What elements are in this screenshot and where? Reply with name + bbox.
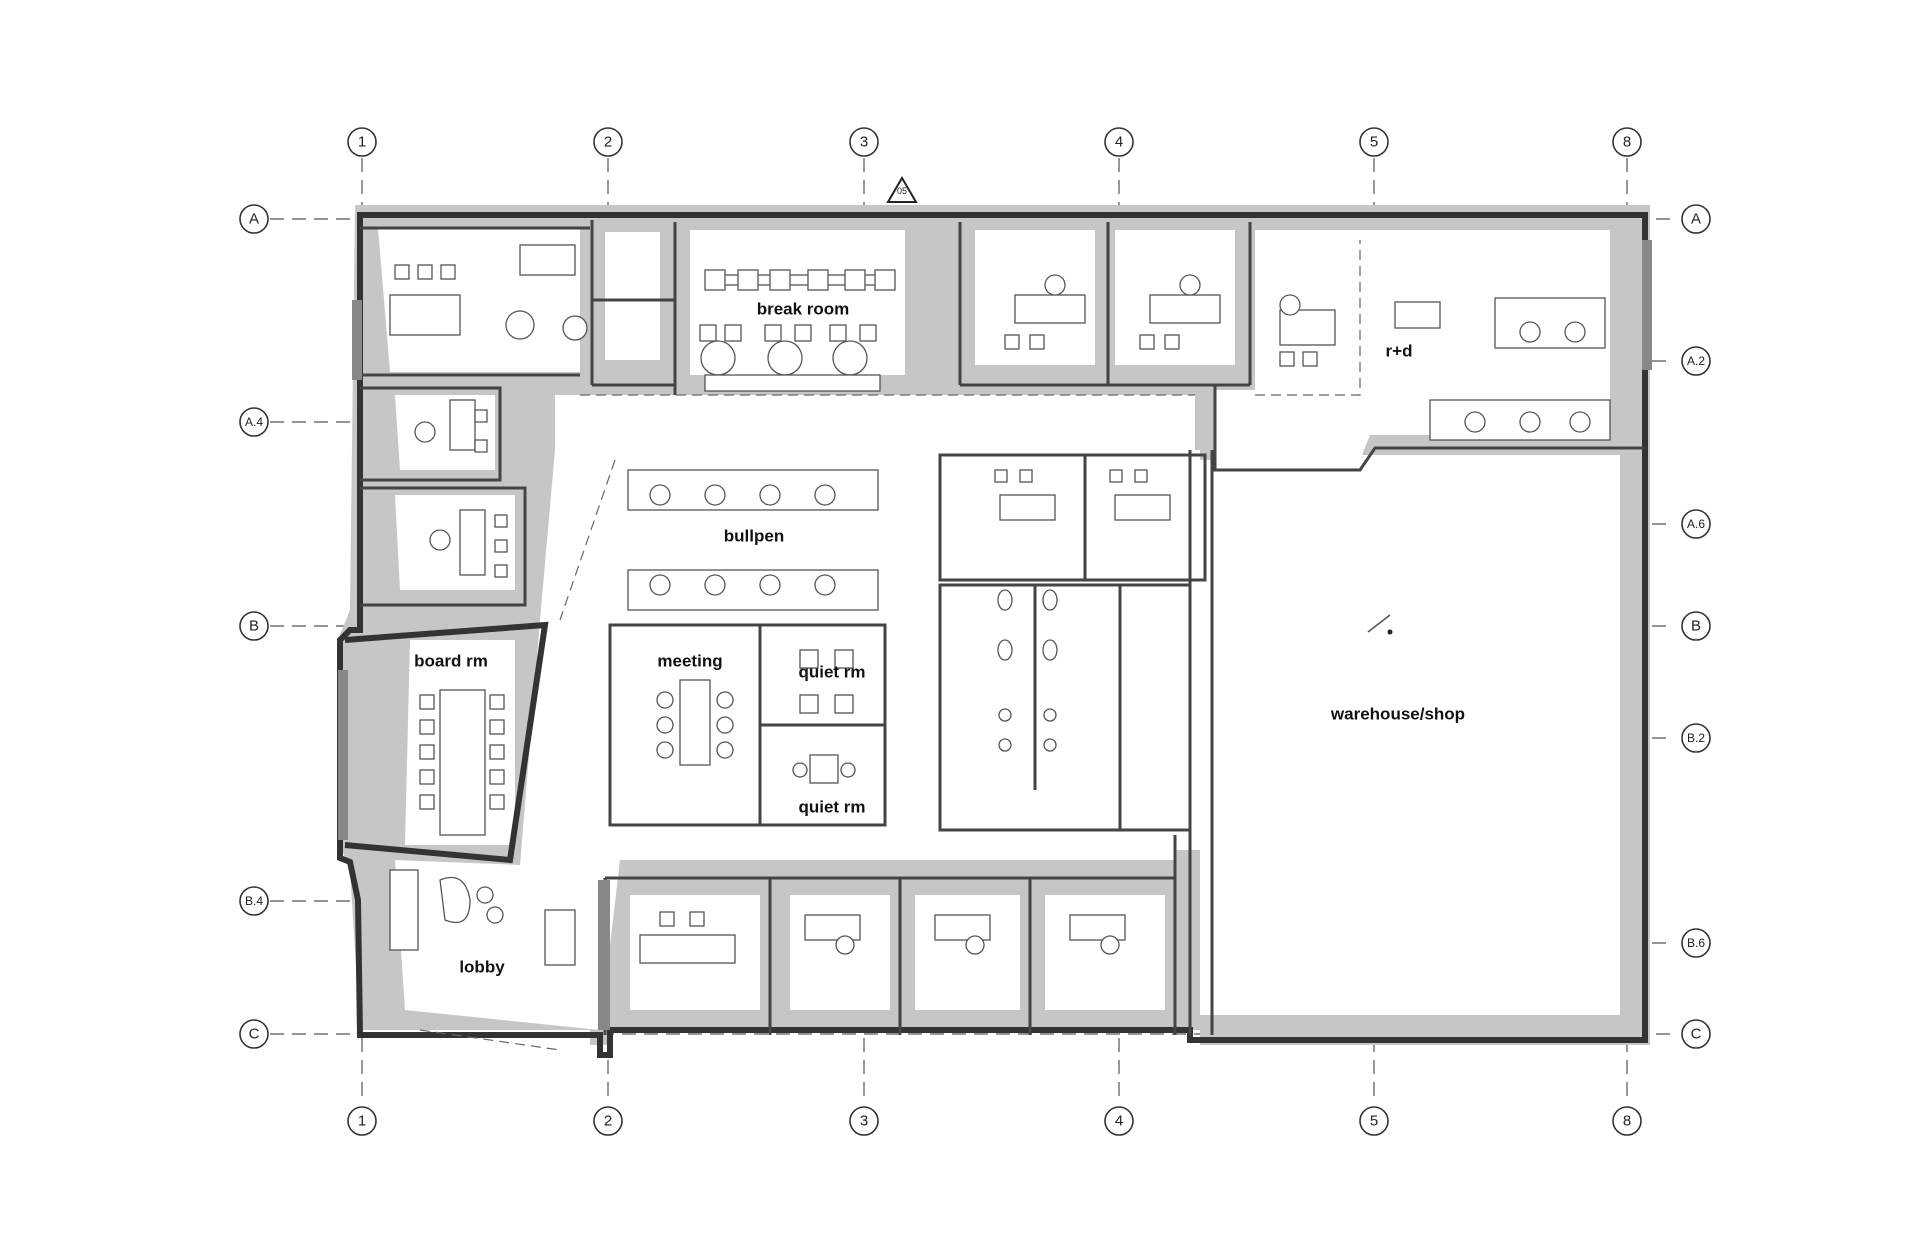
grid-row-right-B2: B.2	[1687, 731, 1705, 745]
grid-row-right-A6: A.6	[1687, 517, 1705, 531]
grid-col-top-3: 3	[860, 134, 868, 151]
grid-row-left-C: C	[249, 1026, 260, 1043]
label-lobby: lobby	[459, 958, 505, 977]
overhead-dashes	[419, 240, 1361, 1051]
label-meeting: meeting	[657, 652, 722, 671]
grid-col-top-1: 1	[358, 134, 366, 151]
label-break-room: break room	[757, 300, 850, 319]
grid-col-bottom-8: 8	[1623, 1113, 1631, 1130]
grid-row-right-B: B	[1691, 618, 1701, 635]
grid-col-top-4: 4	[1115, 134, 1123, 151]
grid-col-bottom-1: 1	[358, 1113, 366, 1130]
furniture	[389, 244, 1611, 966]
walls	[337, 212, 1652, 1058]
label-board-rm: board rm	[414, 652, 488, 671]
grid-row-left-B4: B.4	[245, 894, 263, 908]
grid-row-right-B6: B.6	[1687, 936, 1705, 950]
grid-row-left-A: A	[249, 211, 259, 228]
grid-row-right-C: C	[1691, 1026, 1702, 1043]
label-bullpen: bullpen	[724, 527, 784, 546]
label-r-d: r+d	[1386, 342, 1413, 361]
grid-col-top-2: 2	[604, 134, 612, 151]
grid-row-right-A2: A.2	[1687, 354, 1705, 368]
north-marker: 05	[886, 176, 918, 203]
label-warehouse: warehouse/shop	[1330, 705, 1465, 724]
grid-bubbles: 1 2 3 4 5 8 1 2 3 4 5 8 A A.4 B B.4 C	[239, 127, 1711, 1136]
grid-col-bottom-4: 4	[1115, 1113, 1123, 1130]
label-quiet-rm-1: quiet rm	[798, 663, 865, 682]
room-labels: break room r+d bullpen board rm meeting …	[414, 300, 1465, 977]
grid-row-left-B: B	[249, 618, 259, 635]
grid-col-top-8: 8	[1623, 134, 1631, 151]
label-quiet-rm-2: quiet rm	[798, 798, 865, 817]
grid-row-left-A4: A.4	[245, 415, 263, 429]
grid-col-bottom-2: 2	[604, 1113, 612, 1130]
grid-col-bottom-3: 3	[860, 1113, 868, 1130]
grid-row-right-A: A	[1691, 211, 1701, 228]
grid-col-bottom-5: 5	[1370, 1113, 1378, 1130]
north-marker-label: 05	[897, 186, 907, 196]
grid-col-top-5: 5	[1370, 134, 1378, 151]
